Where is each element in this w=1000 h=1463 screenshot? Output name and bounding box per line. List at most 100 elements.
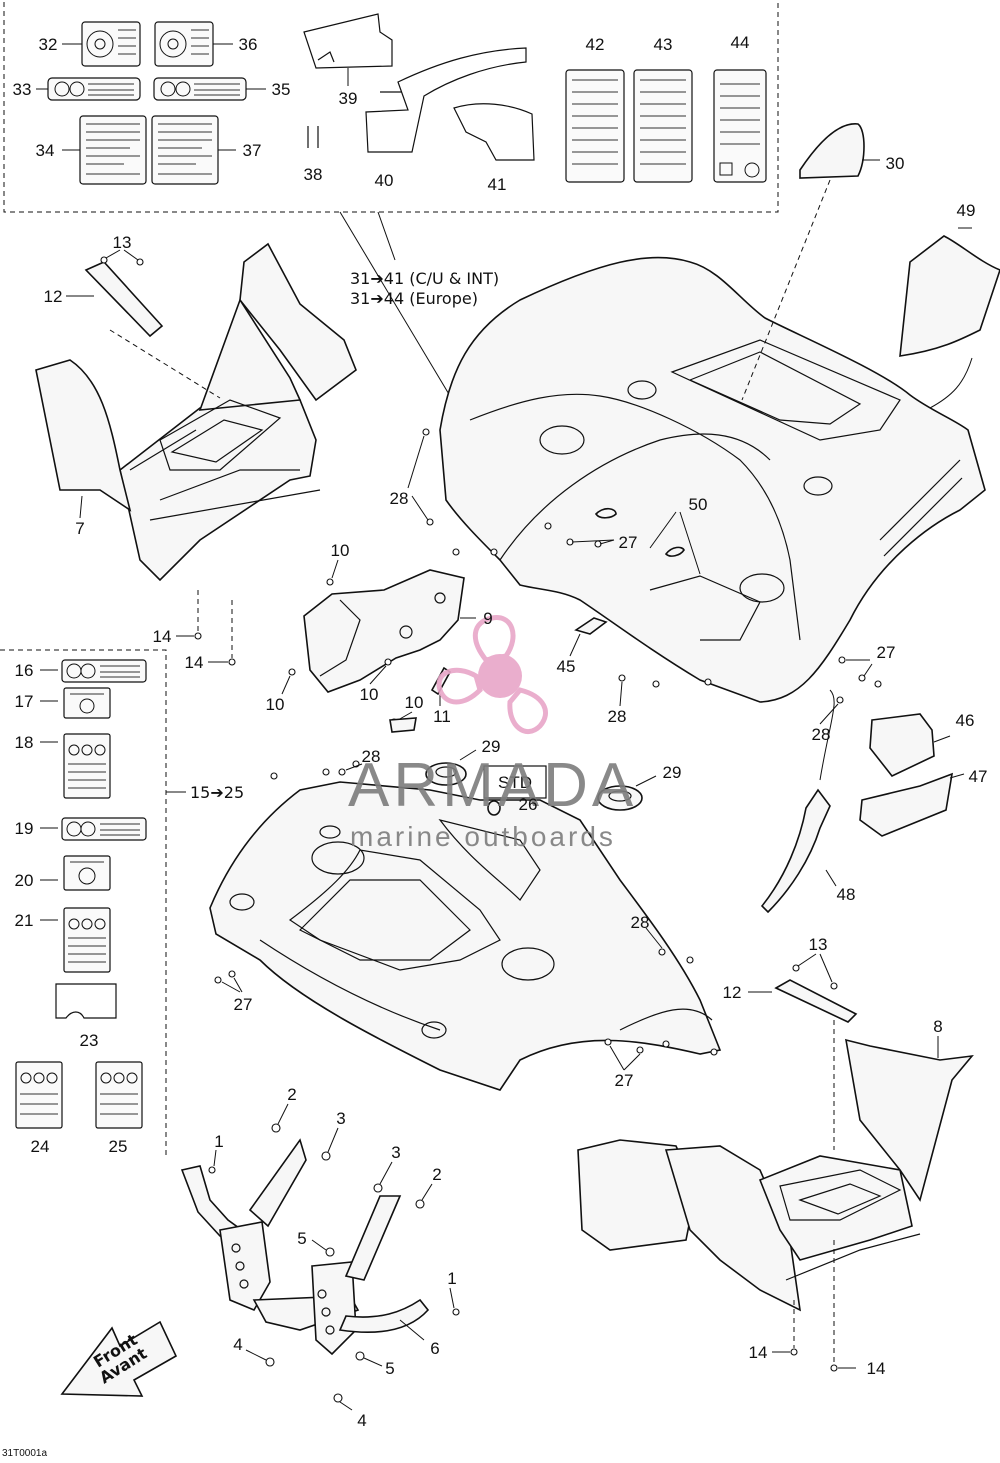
callout-5: 5	[297, 1229, 306, 1248]
callout-27: 27	[234, 995, 253, 1014]
callout-1: 1	[447, 1269, 456, 1288]
std-label: STD	[498, 773, 532, 792]
part-49	[899, 227, 1000, 409]
rear-fender	[439, 256, 986, 703]
callout-7: 7	[75, 519, 84, 538]
callout-3: 3	[391, 1143, 400, 1162]
callout-5: 5	[385, 1359, 394, 1378]
callout-36: 36	[239, 35, 258, 54]
callout-1: 1	[214, 1132, 223, 1151]
front-fender	[209, 781, 722, 1091]
propeller-logo	[436, 615, 548, 734]
callout-2: 2	[432, 1165, 441, 1184]
decal-40	[365, 47, 527, 153]
part-47	[859, 772, 965, 837]
callout-13: 13	[809, 935, 828, 954]
callout-3: 3	[336, 1109, 345, 1128]
callout-48: 48	[837, 885, 856, 904]
callout-30: 30	[886, 154, 905, 173]
callout-14: 14	[867, 1359, 886, 1378]
part-46	[869, 713, 951, 777]
front-bracket-hardware	[208, 1103, 460, 1411]
callout-25: 25	[109, 1137, 128, 1156]
callout-4: 4	[233, 1335, 242, 1354]
front-bracket	[180, 1138, 430, 1356]
fasteners-front-fender	[214, 760, 718, 1071]
callout-12: 12	[44, 287, 63, 306]
callout-37: 37	[243, 141, 262, 160]
decal-37	[151, 115, 219, 185]
part-13-right	[792, 953, 838, 990]
callout-49: 49	[957, 201, 976, 220]
callout-35: 35	[272, 80, 291, 99]
callout-21: 21	[15, 911, 34, 930]
decal-23	[55, 983, 117, 1019]
decal-35	[153, 77, 247, 101]
callout-4: 4	[357, 1411, 366, 1430]
callout-13: 13	[113, 233, 132, 252]
decal-36	[154, 21, 214, 67]
callout-14: 14	[749, 1343, 768, 1362]
callout-46: 46	[956, 711, 975, 730]
callout-10: 10	[360, 685, 379, 704]
callout-50: 50	[689, 495, 708, 514]
callout-26: 26	[519, 795, 538, 814]
decal-33	[47, 77, 141, 101]
decal-42	[565, 69, 625, 183]
callout-8: 8	[933, 1017, 942, 1036]
callout-27: 27	[619, 533, 638, 552]
callout-47: 47	[969, 767, 988, 786]
callout-29: 29	[482, 737, 501, 756]
callout-16: 16	[15, 661, 34, 680]
callout-27: 27	[877, 643, 896, 662]
callout-18: 18	[15, 733, 34, 752]
callout-labels: 1 1 2 2 3 3 4 4 5 5 6 7 8 9 10 10 10 10 …	[13, 33, 988, 1430]
callout-28: 28	[390, 489, 409, 508]
decal-44	[713, 69, 767, 183]
note-top-decals-europe: 31➔44 (Europe)	[350, 289, 478, 308]
callout-2: 2	[287, 1085, 296, 1104]
part-13-left	[100, 249, 144, 266]
decal-39	[303, 13, 393, 86]
callout-14: 14	[153, 627, 172, 646]
callout-6: 6	[430, 1339, 439, 1358]
note-left-decals: 15➔25	[190, 783, 244, 802]
callout-10: 10	[331, 541, 350, 560]
callout-11: 11	[433, 707, 451, 726]
part-48	[760, 689, 837, 914]
part-26	[487, 800, 501, 816]
decal-20	[63, 855, 111, 891]
decal-24	[15, 1061, 63, 1129]
left-footwell	[119, 242, 357, 582]
part-12-left	[66, 261, 221, 399]
std-box: STD	[483, 765, 547, 799]
fasteners-upper	[407, 428, 882, 725]
decal-18	[63, 733, 111, 799]
callout-10: 10	[266, 695, 285, 714]
callout-28: 28	[362, 747, 381, 766]
part-45	[569, 617, 608, 657]
callout-41: 41	[488, 175, 507, 194]
callout-38: 38	[304, 165, 323, 184]
callout-10: 10	[405, 693, 424, 712]
right-footwell	[577, 1038, 974, 1312]
callout-28: 28	[608, 707, 627, 726]
decal-21	[63, 907, 111, 973]
watermark-tagline: marine outboards	[350, 821, 616, 852]
decal-25	[95, 1061, 143, 1129]
part-50	[594, 507, 701, 575]
note-top-decals: 31➔41 (C/U & INT)	[350, 269, 499, 288]
callout-12: 12	[723, 983, 742, 1002]
callout-40: 40	[375, 171, 394, 190]
part-12-right	[748, 979, 858, 1150]
decal-19	[61, 817, 147, 841]
part-14-left	[176, 590, 236, 666]
part-14-right	[772, 1240, 856, 1372]
callout-33: 33	[13, 80, 32, 99]
decal-38	[307, 126, 319, 148]
callout-24: 24	[31, 1137, 50, 1156]
callout-14: 14	[185, 653, 204, 672]
part-30	[741, 123, 880, 401]
callout-20: 20	[15, 871, 34, 890]
